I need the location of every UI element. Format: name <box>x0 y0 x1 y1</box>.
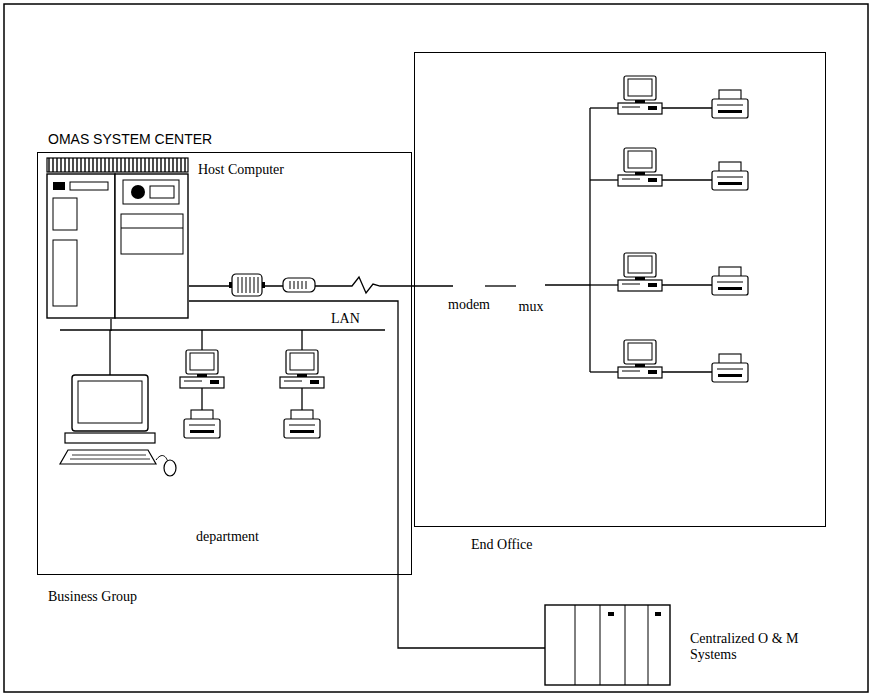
printer-icon <box>284 410 320 438</box>
om-systems-node: Centralized O & M Systems <box>545 605 670 685</box>
department-node: department <box>46 331 391 556</box>
device-label: Centralized O & M Systems <box>690 631 825 663</box>
connector-line <box>110 319 111 331</box>
group-caption: End Office <box>471 537 533 553</box>
connector-line <box>189 301 545 648</box>
group-heading: OMAS SYSTEM CENTER <box>48 131 212 147</box>
bus-label: LAN <box>330 311 361 327</box>
group-label: department <box>196 529 259 545</box>
workstation-illustration <box>60 375 176 476</box>
host-computer-illustration <box>47 158 188 318</box>
printer-icon <box>712 90 748 118</box>
end-office-box: End Officemodemmux <box>414 52 826 527</box>
printer-icon <box>712 267 748 295</box>
pc-icon <box>618 340 662 378</box>
pc-icon <box>618 76 662 114</box>
figure-frame <box>4 4 868 692</box>
group-caption: Business Group <box>48 589 137 605</box>
device-label: modem <box>448 297 490 313</box>
pc-icon <box>618 148 662 186</box>
device-label: Host Computer <box>198 162 284 178</box>
terminal-wiring <box>545 108 712 372</box>
pc-icon <box>280 350 324 388</box>
pc-icon <box>180 350 224 388</box>
modem-node: modem <box>453 279 485 293</box>
printer-icon <box>184 410 220 438</box>
device-label: mux <box>519 299 544 315</box>
printer-icon <box>712 354 748 382</box>
cabinet-illustration <box>545 605 670 685</box>
pc-icon <box>618 253 662 291</box>
mux-icon <box>229 274 265 296</box>
system-center-box: OMAS SYSTEM CENTERBusiness GroupHost Com… <box>37 152 412 575</box>
modem-icon <box>283 278 315 292</box>
host-computer-node: Host Computer <box>48 159 189 319</box>
mux-node: mux <box>516 275 546 297</box>
printer-icon <box>712 162 748 190</box>
connector-line <box>485 285 516 286</box>
